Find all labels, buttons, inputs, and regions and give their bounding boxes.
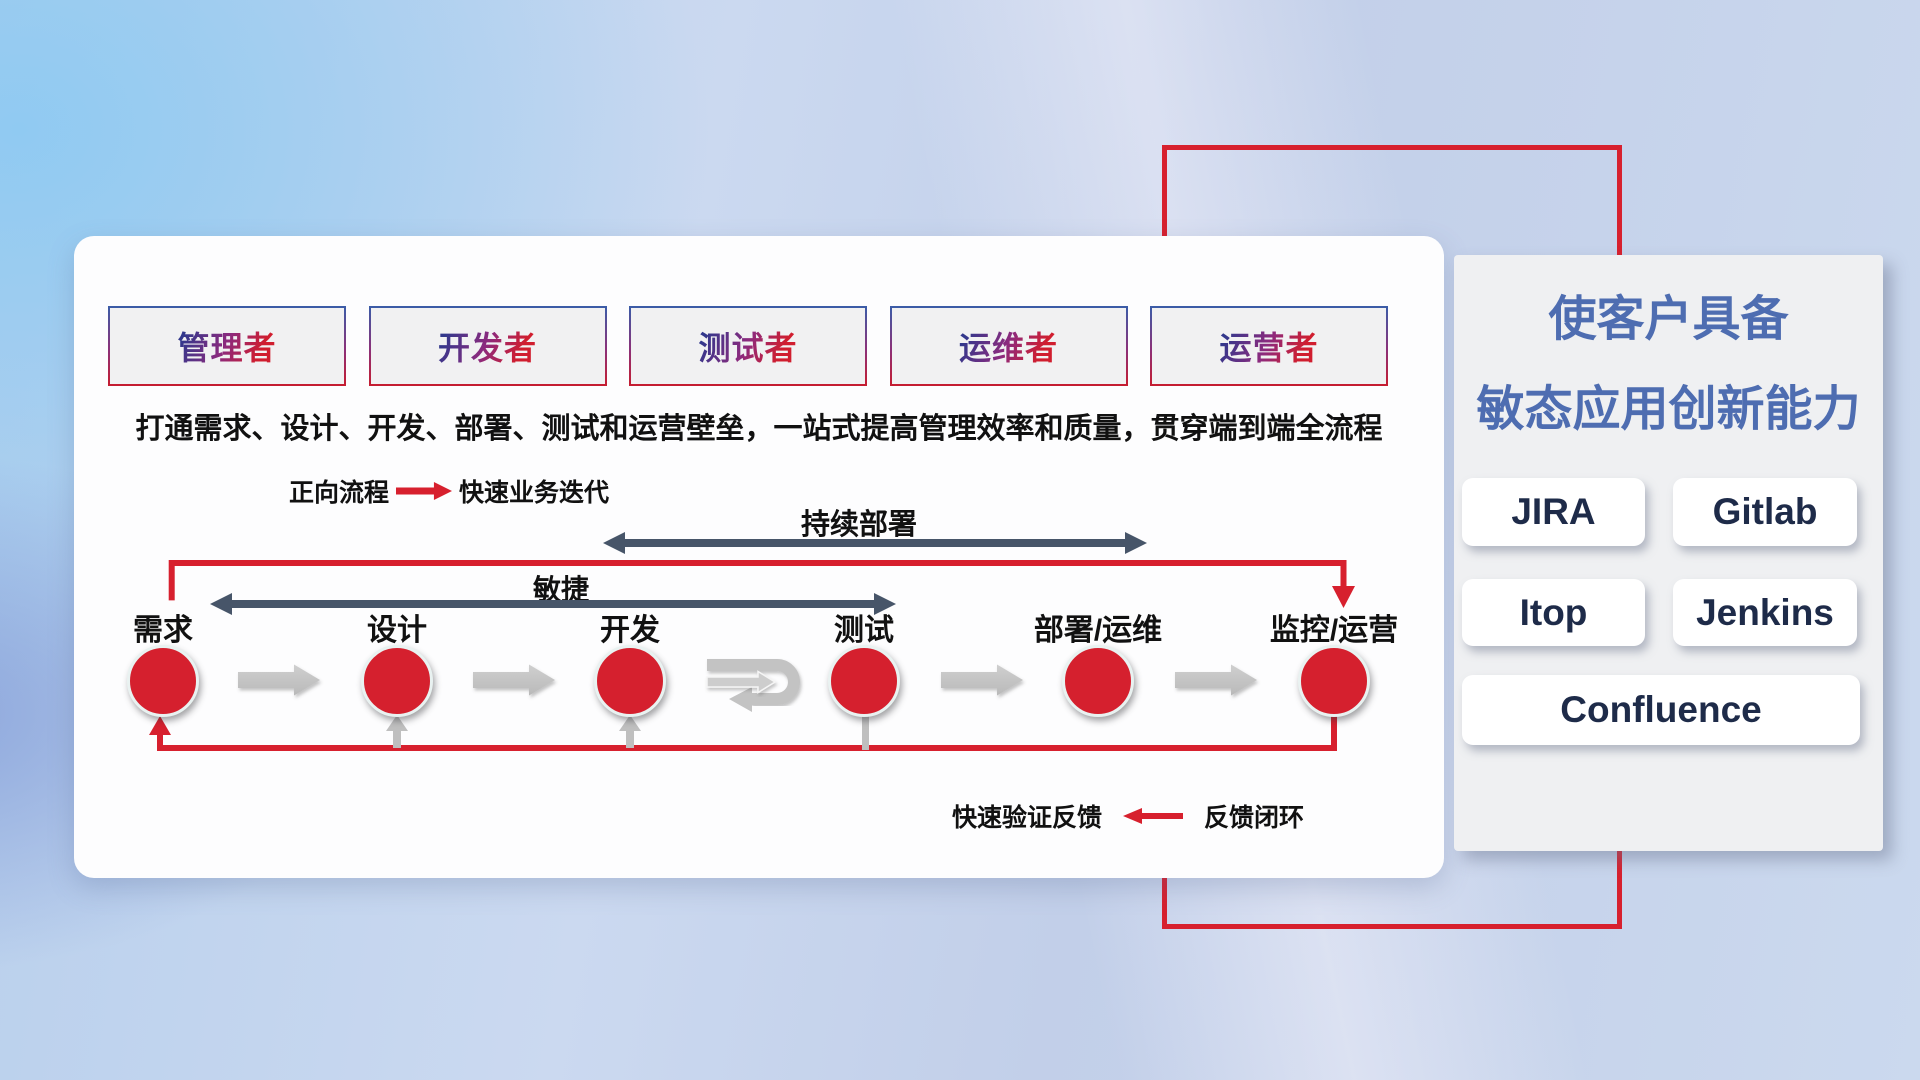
stage-circle-deploy <box>1062 645 1134 717</box>
stage-circle-monitor <box>1298 645 1370 717</box>
legend-forward-label: 正向流程 <box>289 479 390 507</box>
process-description: 打通需求、设计、开发、部署、测试和运营壁垒，一站式提高管理效率和质量，贯穿端到端… <box>135 413 1383 445</box>
tool-button-gitlab[interactable]: Gitlab <box>1673 478 1857 546</box>
role-label: 测试者 <box>698 323 797 369</box>
panel-title-line2: 敏态应用创新能力 <box>1476 383 1861 436</box>
role-box-tester: 测试者 <box>629 306 867 386</box>
flow-diagram-graphics <box>149 532 1355 751</box>
tool-button-jenkins[interactable]: Jenkins <box>1673 579 1857 646</box>
role-box-ops: 运维者 <box>889 306 1128 386</box>
stage-label-develop: 开发 <box>600 614 660 647</box>
stage-circle-demand <box>127 645 199 717</box>
role-label: 管理者 <box>177 323 276 369</box>
stage-label-test: 测试 <box>834 614 894 647</box>
feedback-arrow-icon <box>1123 808 1184 824</box>
stage-label-design: 设计 <box>367 614 427 647</box>
role-box-manager: 管理者 <box>108 306 346 386</box>
tool-button-jira[interactable]: JIRA <box>1462 478 1645 546</box>
legend-forward-result: 快速业务迭代 <box>459 479 610 507</box>
forward-loop-line <box>168 560 1355 608</box>
stage-label-deploy: 部署/运维 <box>1033 614 1163 647</box>
role-label: 开发者 <box>438 323 537 369</box>
legend-feedback: 快速验证反馈 反馈闭环 <box>952 801 1305 832</box>
feedback-up-arrows <box>386 712 869 750</box>
forward-arrow-icon <box>396 482 453 500</box>
continuous-deploy-arrow <box>603 532 1147 554</box>
stage-circle-develop <box>594 645 666 717</box>
feedback-loop-line <box>149 714 1337 751</box>
panel-title-line1: 使客户具备 <box>1548 293 1789 346</box>
role-label: 运营者 <box>1219 323 1318 369</box>
legend-forward: 正向流程 快速业务迭代 <box>289 476 610 507</box>
stage-circle-design <box>361 645 433 717</box>
stage-label-monitor: 监控/运营 <box>1269 614 1399 647</box>
role-label: 运维者 <box>959 323 1058 369</box>
iterate-uturn-icon <box>706 659 800 712</box>
legend-feedback-result: 反馈闭环 <box>1204 804 1305 832</box>
tools-panel: 使客户具备 敏态应用创新能力 JIRA Gitlab Itop Jenkins … <box>1454 255 1883 851</box>
agile-label: 敏捷 <box>532 574 589 605</box>
continuous-deploy-label: 持续部署 <box>800 509 917 541</box>
role-box-row: 管理者 开发者 测试者 运维者 运营者 <box>108 306 1388 386</box>
step-arrows <box>238 664 1257 696</box>
agile-arrow <box>210 593 896 615</box>
stage-label-demand: 需求 <box>133 614 193 647</box>
process-card: 管理者 开发者 测试者 运维者 运营者 打通需求、设计、开发、部署、测试和运营壁… <box>74 236 1444 878</box>
legend-feedback-label: 快速验证反馈 <box>952 804 1103 832</box>
tool-button-itop[interactable]: Itop <box>1462 579 1645 646</box>
stage-circle-test <box>828 645 900 717</box>
role-box-developer: 开发者 <box>368 306 607 386</box>
role-box-operator: 运营者 <box>1150 306 1388 386</box>
tool-button-confluence[interactable]: Confluence <box>1462 675 1860 745</box>
